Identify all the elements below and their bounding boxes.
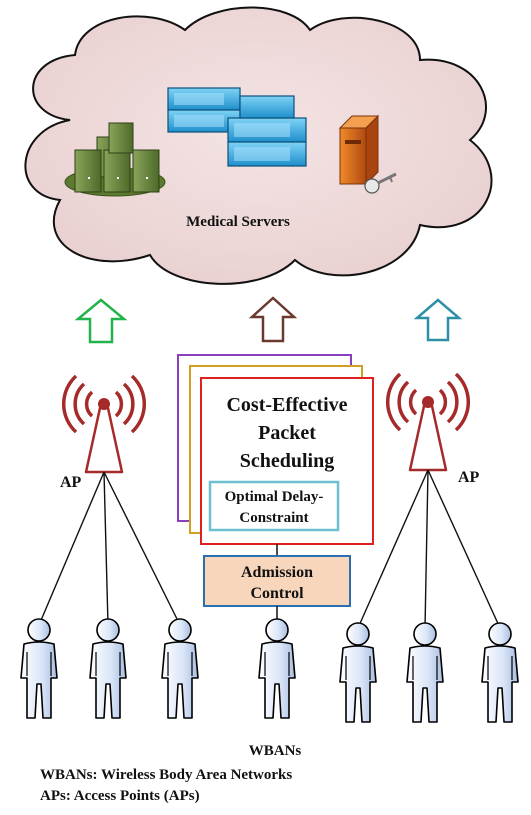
person-icon (258, 618, 296, 719)
admission-line-1: Admission (241, 564, 313, 581)
ap-left-label: AP (60, 474, 82, 491)
wban-users (20, 618, 519, 723)
blue-rack-servers-icon (167, 87, 307, 167)
ap-right-label: AP (458, 469, 480, 486)
person-icon (339, 622, 377, 723)
arrow-left-up (74, 298, 128, 344)
delay-constraint-line-2: Constraint (239, 510, 308, 526)
scheduler-title-line-1: Cost-Effective (226, 394, 347, 416)
person-icon (20, 618, 58, 719)
access-point-left: AP (60, 374, 147, 491)
antenna-tower-icon (61, 374, 147, 474)
delay-constraint-box (208, 480, 340, 532)
cloud-label: Medical Servers (186, 214, 290, 230)
arrow-middle-up (248, 296, 298, 343)
antenna-tower-icon (385, 372, 471, 472)
person-icon (481, 622, 519, 723)
scheduler-title-line-3: Scheduling (240, 450, 334, 472)
wbans-label: WBANs (249, 743, 302, 759)
secure-server-key-icon (338, 114, 397, 194)
arrow-right-up (413, 298, 463, 342)
access-point-right: AP (385, 372, 480, 486)
person-icon (161, 618, 199, 719)
admission-control-box: Admission Control (203, 555, 351, 607)
medical-servers-cloud: Medical Servers (24, 6, 493, 285)
legend-line-2: APs: Access Points (APs) (40, 788, 200, 804)
person-icon (89, 618, 127, 719)
delay-constraint-line-1: Optimal Delay- (225, 489, 324, 505)
network-links (38, 469, 501, 629)
person-icon (406, 622, 444, 723)
admission-line-2: Control (250, 585, 304, 602)
green-server-cluster-icon (64, 122, 166, 197)
scheduler-title-line-2: Packet (258, 422, 316, 444)
legend-line-1: WBANs: Wireless Body Area Networks (40, 767, 292, 783)
scheduler-card-stack: Cost-Effective Packet Scheduling Optimal… (177, 354, 374, 545)
